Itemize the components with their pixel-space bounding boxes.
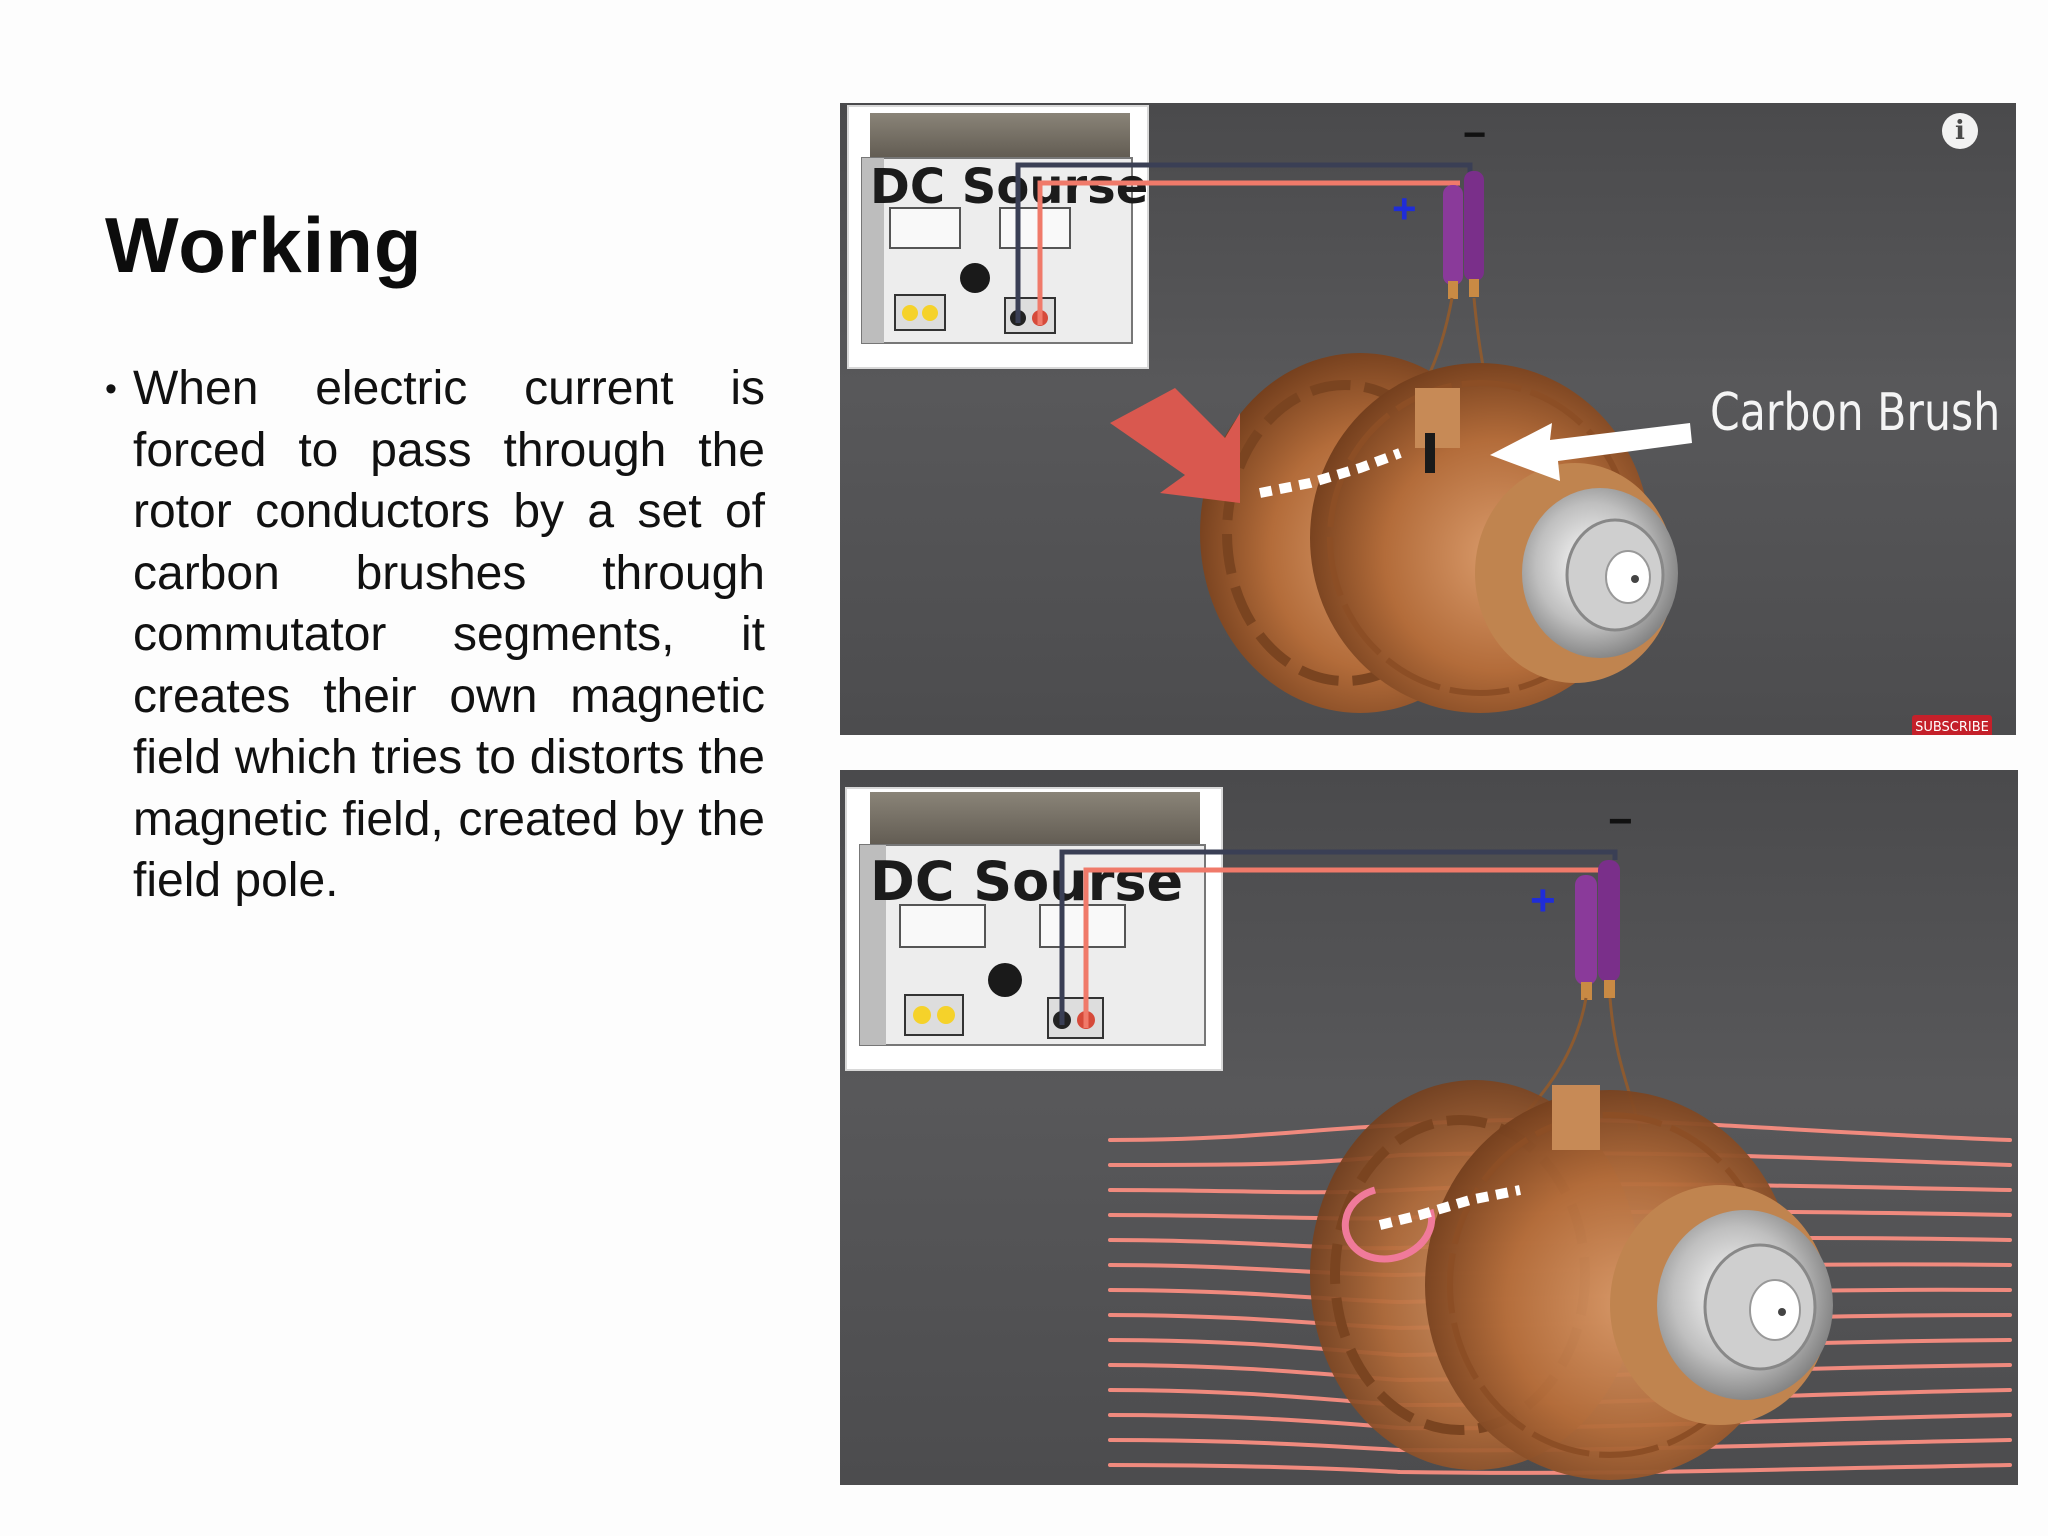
carbon-brush-label: Carbon Brush (1710, 383, 2001, 443)
motor-body (1200, 353, 1678, 713)
dc-source-label: DC Sourse (870, 159, 1148, 215)
slide-title: Working (105, 201, 423, 289)
motor-illustration-bottom: DC Sourse − + (845, 787, 2012, 1480)
plus-sign: + (1530, 876, 1556, 925)
bullet-text: When electric current is forced to pass … (133, 362, 765, 907)
plus-sign: + (1392, 185, 1417, 232)
minus-sign: − (1608, 797, 1633, 844)
minus-sign: − (1463, 113, 1486, 157)
bullet-list: • When electric current is forced to pas… (105, 358, 765, 912)
dc-source-label: DC Sourse (870, 850, 1183, 913)
motor-image-carbon-brush: DC Sourse − + (840, 103, 2016, 735)
info-icon[interactable]: i (1942, 113, 1978, 149)
motor-image-field-distortion: DC Sourse − + (840, 770, 2018, 1485)
dc-source-inset: DC Sourse (847, 105, 1149, 369)
bullet-marker: • (105, 370, 117, 408)
dc-source-inset: DC Sourse (845, 787, 1223, 1071)
motor-illustration-top: DC Sourse − + (847, 105, 1692, 713)
subscribe-button[interactable]: SUBSCRIBE (1912, 715, 1992, 735)
